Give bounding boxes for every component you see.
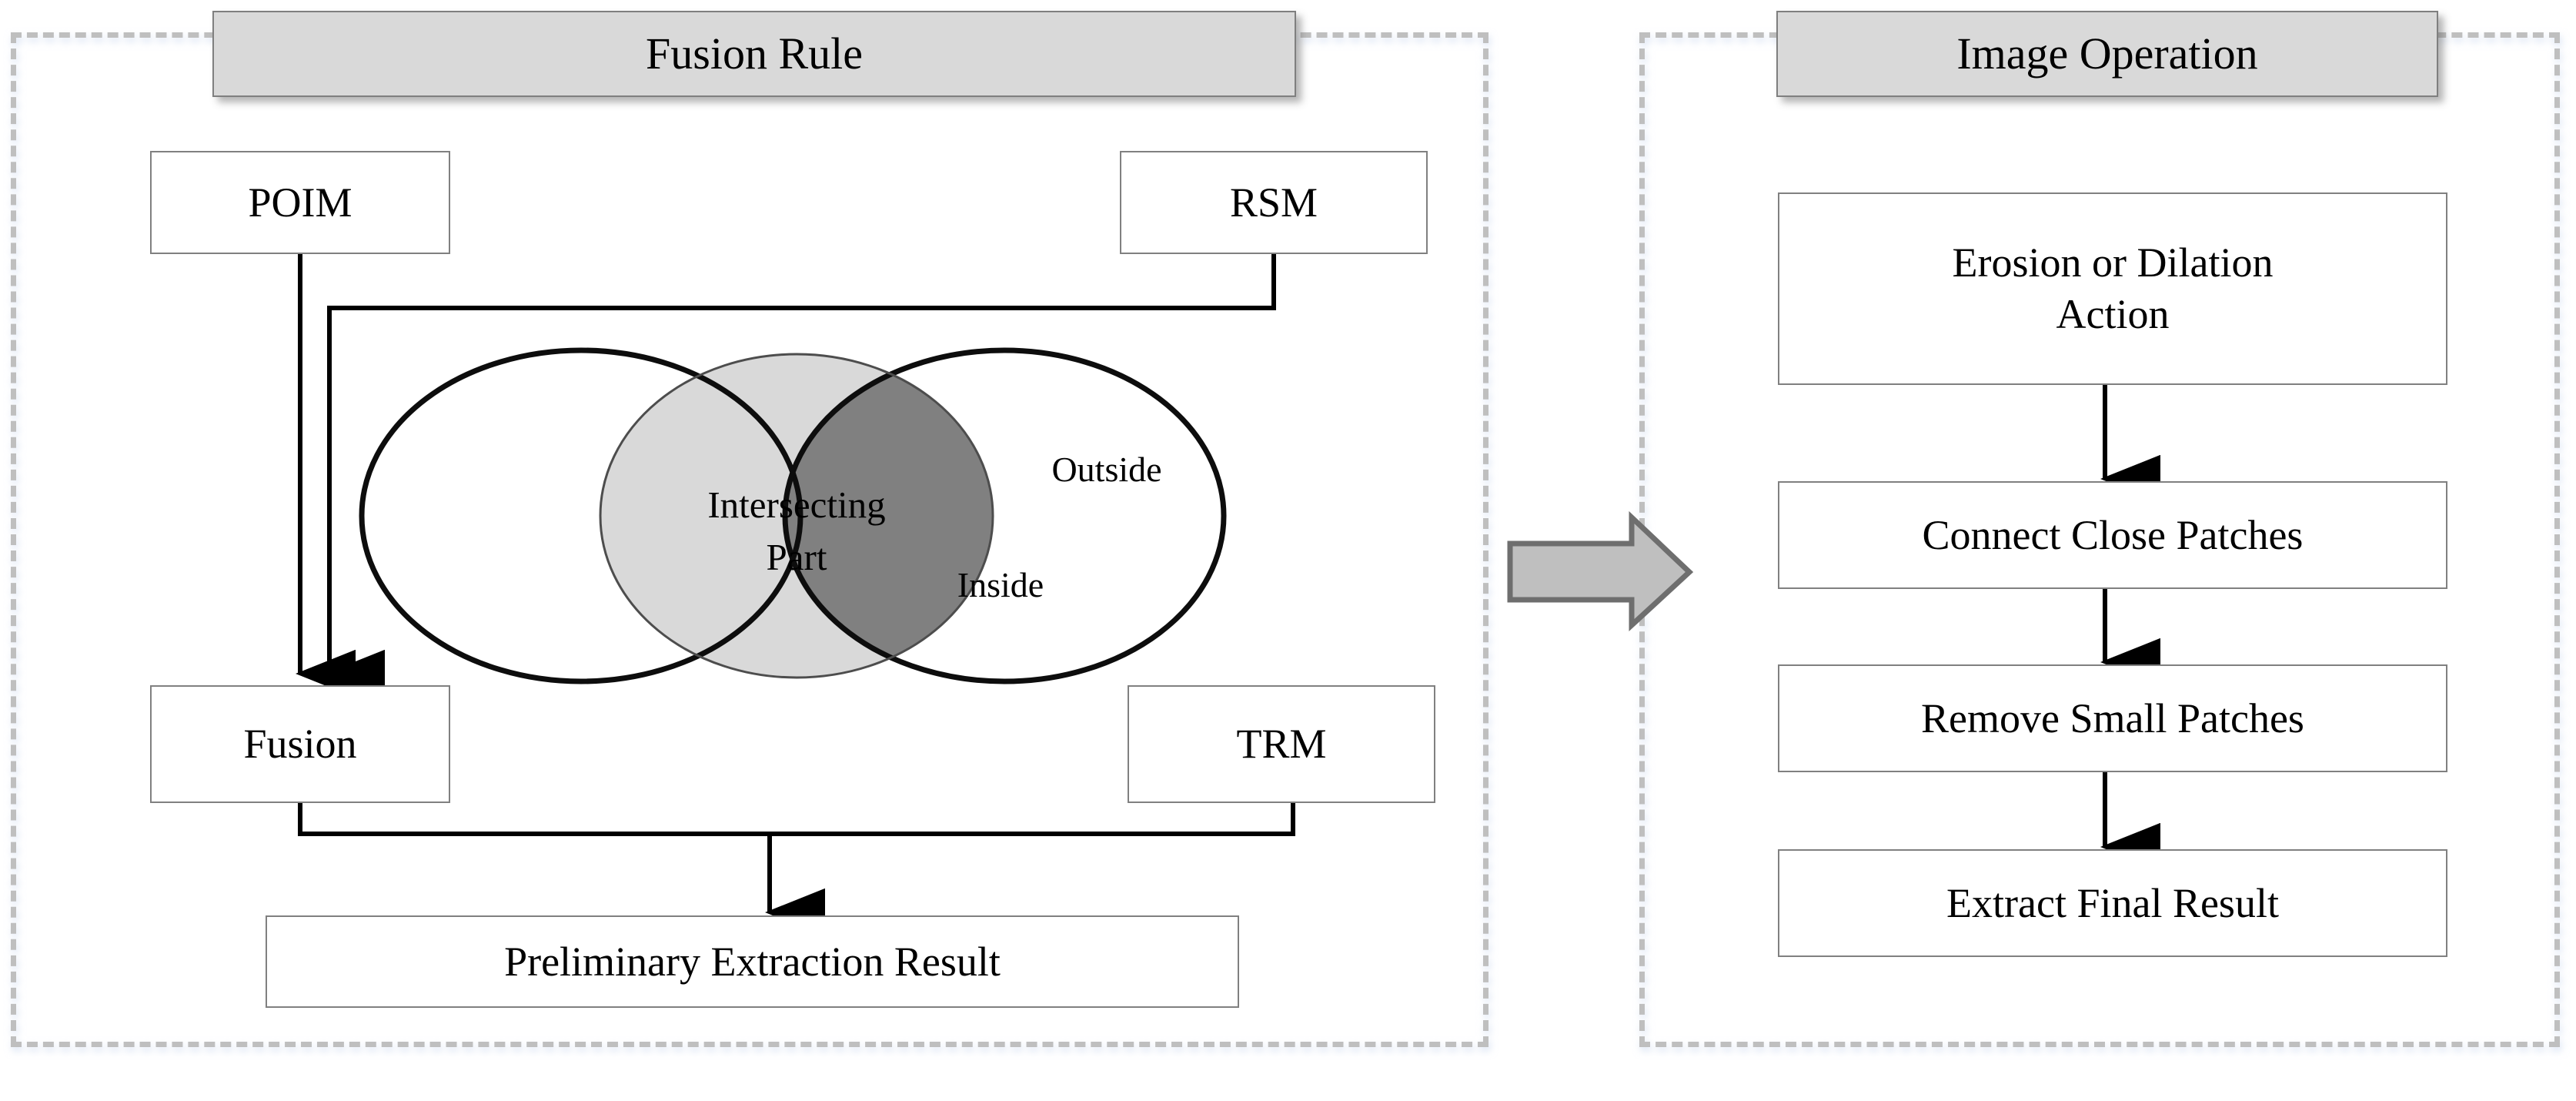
box-poim-label: POIM xyxy=(248,179,352,226)
step1-line2: Action xyxy=(2056,291,2170,337)
box-trm-label: TRM xyxy=(1236,721,1327,768)
box-connect-close-patches-label: Connect Close Patches xyxy=(1922,511,2304,558)
box-extract-final-result[interactable]: Extract Final Result xyxy=(1778,849,2447,957)
step1-line1: Erosion or Dilation xyxy=(1952,239,2274,286)
image-operation-header: Image Operation xyxy=(1776,11,2438,97)
fusion-rule-header: Fusion Rule xyxy=(212,11,1296,97)
box-erosion-or-dilation-action-label: Erosion or Dilation Action xyxy=(1953,237,2274,341)
box-remove-small-patches-label: Remove Small Patches xyxy=(1921,694,2304,741)
box-preliminary-extraction-result[interactable]: Preliminary Extraction Result xyxy=(266,915,1239,1008)
fusion-rule-header-label: Fusion Rule xyxy=(646,28,863,79)
box-extract-final-result-label: Extract Final Result xyxy=(1946,879,2279,926)
box-rsm[interactable]: RSM xyxy=(1120,151,1428,254)
box-preliminary-extraction-result-label: Preliminary Extraction Result xyxy=(504,938,1001,985)
box-rsm-label: RSM xyxy=(1229,179,1318,226)
box-connect-close-patches[interactable]: Connect Close Patches xyxy=(1778,481,2447,589)
box-erosion-or-dilation-action[interactable]: Erosion or Dilation Action xyxy=(1778,192,2447,385)
box-trm[interactable]: TRM xyxy=(1128,685,1435,803)
box-remove-small-patches[interactable]: Remove Small Patches xyxy=(1778,664,2447,772)
box-fusion-label: Fusion xyxy=(243,721,357,768)
box-poim[interactable]: POIM xyxy=(150,151,450,254)
image-operation-header-label: Image Operation xyxy=(1956,28,2258,79)
box-fusion[interactable]: Fusion xyxy=(150,685,450,803)
